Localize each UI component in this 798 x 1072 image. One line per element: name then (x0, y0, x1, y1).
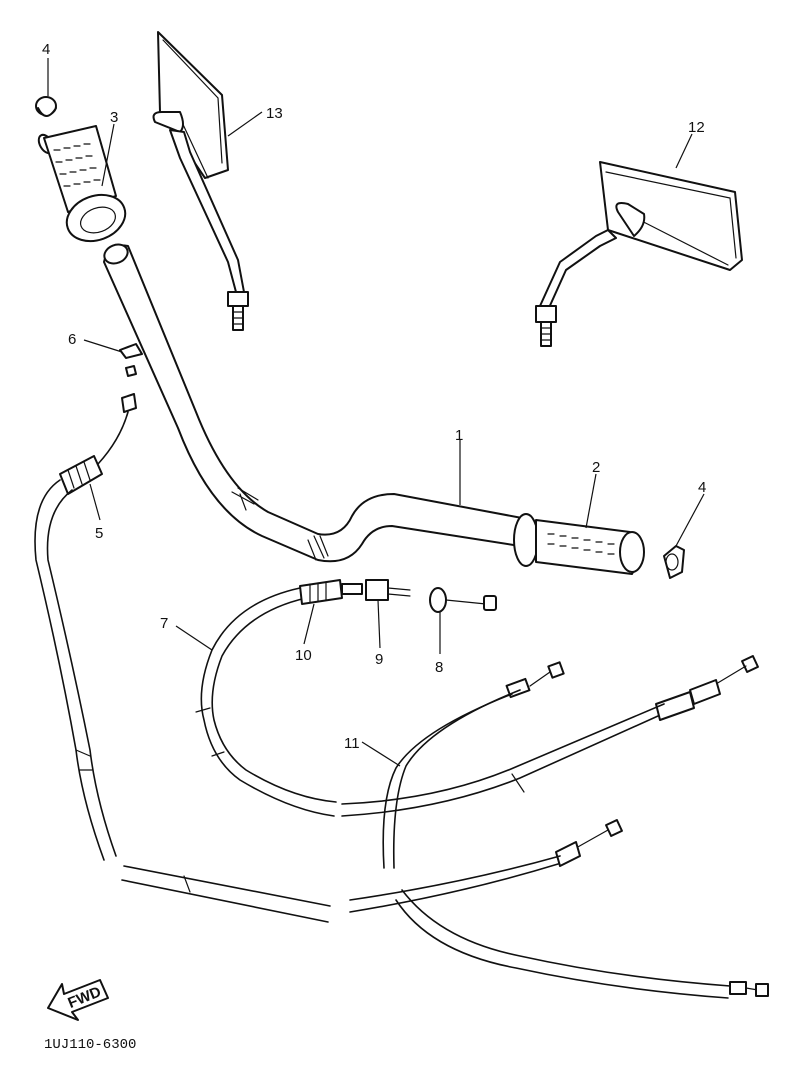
grip-left (37, 125, 127, 243)
label-11: 11 (344, 735, 360, 752)
label-1: 1 (455, 427, 463, 444)
label-5: 5 (95, 525, 103, 542)
cable-11 (341, 655, 759, 869)
label-8: 8 (435, 659, 443, 676)
label-12: 12 (688, 119, 705, 136)
cable-lower-right (349, 819, 769, 999)
label-6: 6 (68, 331, 76, 348)
mirror-left (152, 31, 249, 331)
label-4-right: 4 (698, 479, 706, 496)
handlebar (103, 243, 523, 563)
cable-left (34, 479, 331, 923)
leader-lines (47, 58, 705, 767)
cable-guide-6 (119, 343, 143, 377)
adjuster-nut-9 (365, 579, 411, 601)
cable-adjuster-10 (299, 579, 363, 605)
label-9: 9 (375, 651, 383, 668)
drawing-code: 1UJ110-6300 (44, 1037, 136, 1053)
mirror-right (535, 161, 743, 347)
label-2: 2 (592, 459, 600, 476)
bar-end-right (663, 545, 685, 579)
label-4-left: 4 (42, 41, 50, 58)
bar-end-left (35, 96, 57, 117)
part-labels: 1 2 3 4 4 5 6 7 8 9 10 11 12 13 (42, 41, 706, 752)
cable-adjuster-5 (59, 393, 137, 495)
grip-right (513, 513, 645, 575)
locknut-8 (429, 587, 497, 613)
label-10: 10 (295, 647, 312, 664)
label-7: 7 (160, 615, 168, 632)
fwd-arrow-icon: FWD (47, 979, 109, 1021)
label-3: 3 (110, 109, 118, 126)
cable-7 (195, 587, 337, 817)
label-13: 13 (266, 105, 283, 122)
